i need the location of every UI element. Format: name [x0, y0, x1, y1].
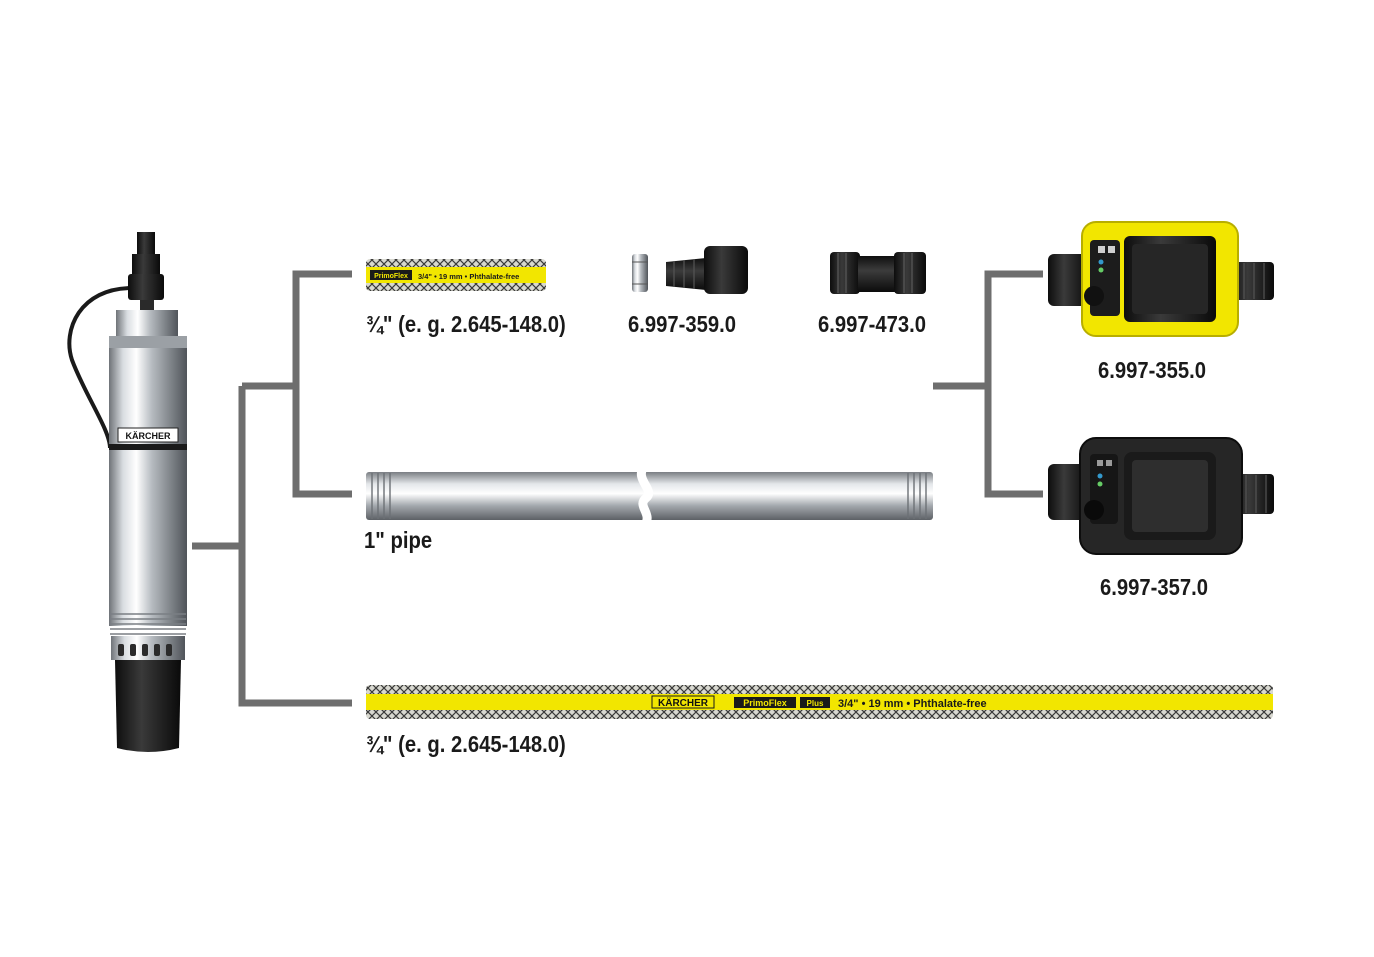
connector-lines — [192, 270, 1043, 707]
connector-upper-branch — [292, 270, 352, 498]
long-hose-spec: 3/4" • 19 mm • Phthalate-free — [838, 698, 987, 710]
pump-brand-plate — [117, 427, 179, 443]
connector-main-trunk — [238, 386, 352, 707]
hose-bottom-label: ¾" (e. g. 2.645-148.0) — [366, 731, 566, 757]
pump-brand: KÄRCHER — [126, 431, 172, 441]
pump-cable — [67, 286, 133, 449]
pump-controller-image — [1048, 437, 1274, 555]
pump-image: KÄRCHER — [67, 232, 187, 752]
garden-hose-image: PrimoFlex 3/4" • 19 mm • Phthalate-free — [366, 259, 546, 291]
pipe-label: 1" pipe — [364, 527, 433, 553]
short-hose-line: PrimoFlex — [374, 273, 408, 280]
long-hose-line: PrimoFlex — [743, 698, 787, 708]
controller-yellow-label: 6.997-355.0 — [1098, 357, 1207, 383]
long-hose-plus: Plus — [807, 699, 824, 708]
hose-top-label: ¾" (e. g. 2.645-148.0) — [366, 311, 566, 337]
pipe-break-mark — [637, 463, 653, 529]
fitting-b-label: 6.997-473.0 — [818, 311, 927, 337]
short-hose-spec: 3/4" • 19 mm • Phthalate-free — [418, 272, 519, 281]
long-hose-brand: KÄRCHER — [658, 696, 709, 709]
fitting-image — [632, 246, 748, 294]
connector-controller-branch — [984, 270, 1043, 498]
garden-hose-image: KÄRCHER PrimoFlex Plus 3/4" • 19 mm • Ph… — [366, 685, 1273, 719]
fitting-a-label: 6.997-359.0 — [628, 311, 737, 337]
controller-black-label: 6.997-357.0 — [1100, 574, 1209, 600]
steel-pipe-image — [366, 463, 933, 529]
pump-controller-image — [1048, 221, 1274, 337]
fitting-image — [830, 252, 926, 294]
